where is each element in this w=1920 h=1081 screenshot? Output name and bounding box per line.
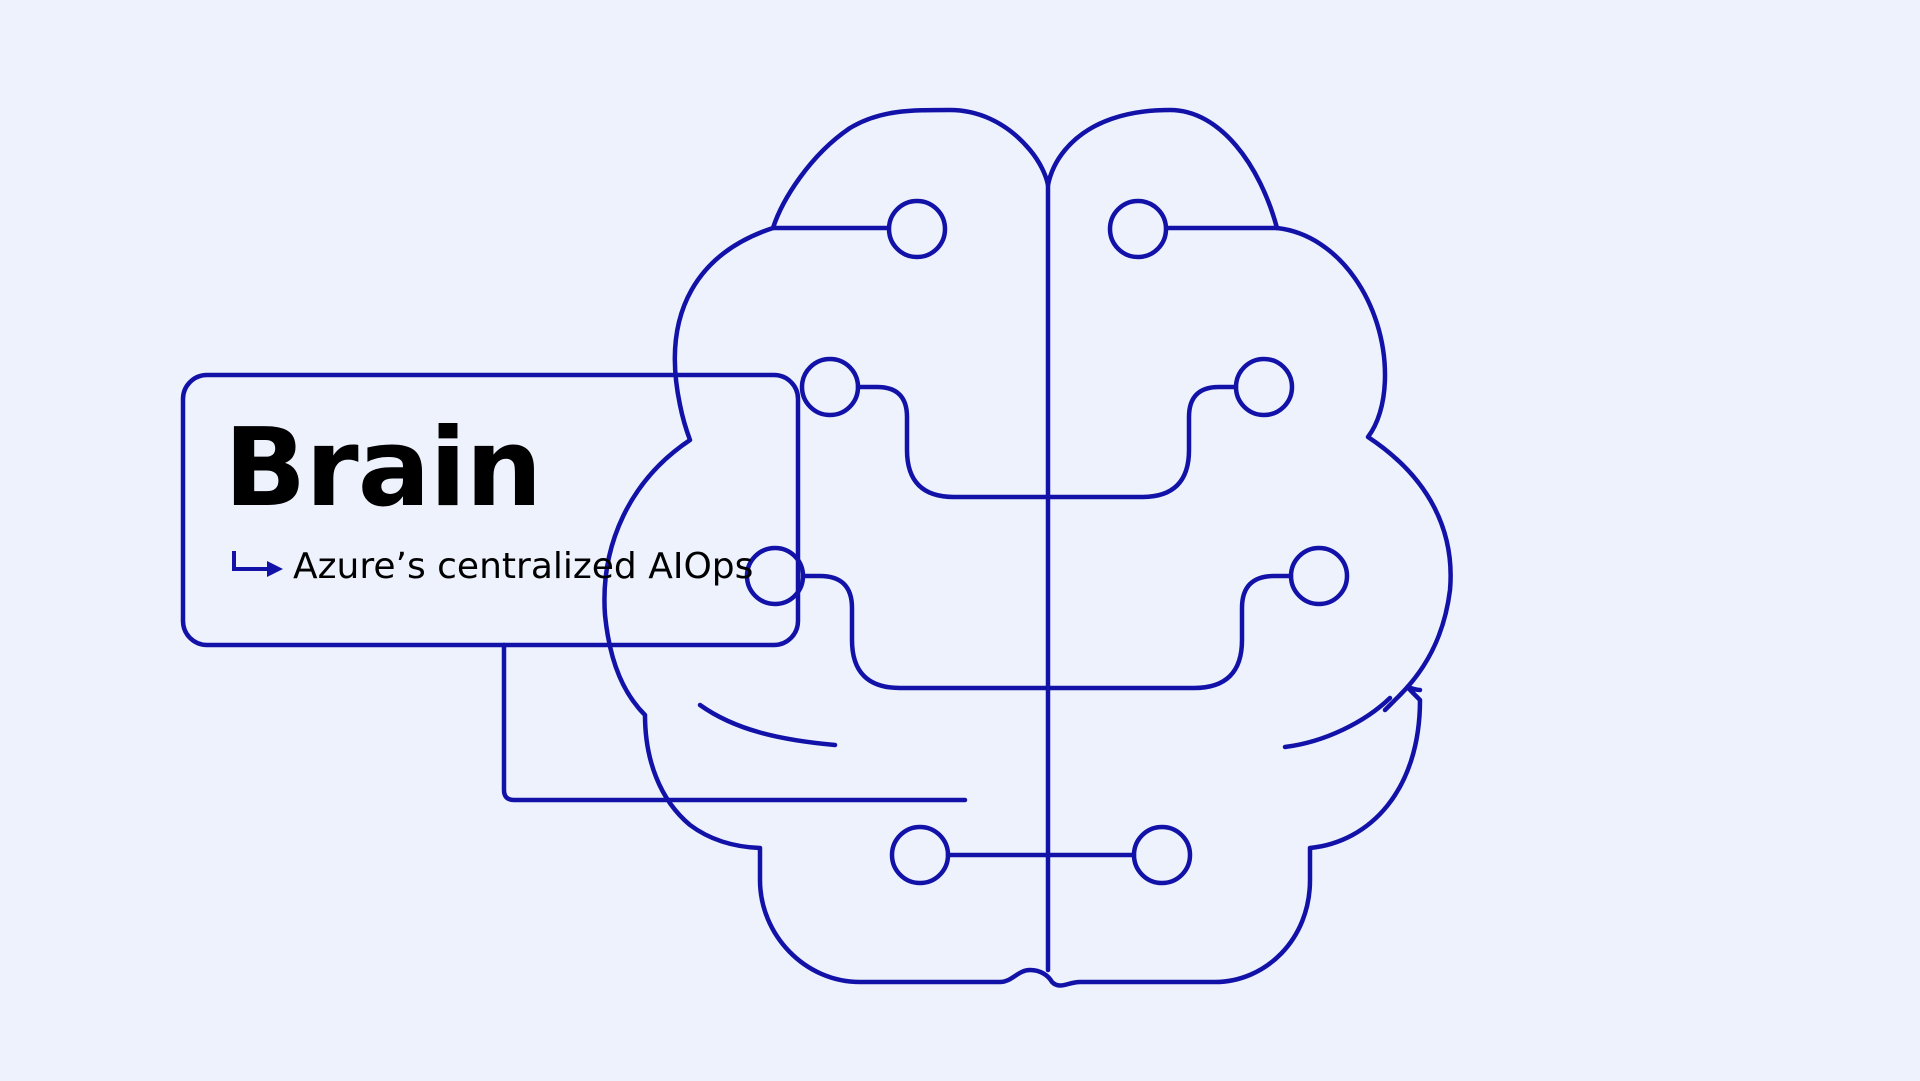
brain-lobe-curve-right bbox=[1282, 695, 1393, 750]
node-top-right bbox=[1107, 198, 1169, 260]
node-bottom-right bbox=[1131, 824, 1193, 886]
node-top-left bbox=[886, 198, 948, 260]
return-arrow-icon bbox=[232, 551, 283, 577]
brain-circuit-icon bbox=[602, 107, 1453, 988]
connector-line bbox=[501, 642, 968, 803]
circuit-mid-lower bbox=[800, 573, 1294, 691]
node-mid-upper-left bbox=[799, 356, 861, 418]
label-box: Brain Azure’s centralized AIOps bbox=[183, 375, 798, 645]
subtitle-row: Azure’s centralized AIOps bbox=[231, 545, 753, 589]
node-mid-lower-right bbox=[1288, 545, 1350, 607]
circuit-mid-upper bbox=[855, 384, 1239, 500]
brain-lobe-curve-left bbox=[697, 702, 838, 748]
brain-outline bbox=[602, 107, 1423, 988]
node-mid-upper-right bbox=[1233, 356, 1295, 418]
diagram-subtitle: Azure’s centralized AIOps bbox=[293, 546, 754, 587]
brain-outline-right bbox=[1274, 225, 1453, 713]
label-box-frame bbox=[180, 372, 801, 648]
node-bottom-left bbox=[889, 824, 951, 886]
diagram-title: Brain bbox=[224, 406, 542, 531]
